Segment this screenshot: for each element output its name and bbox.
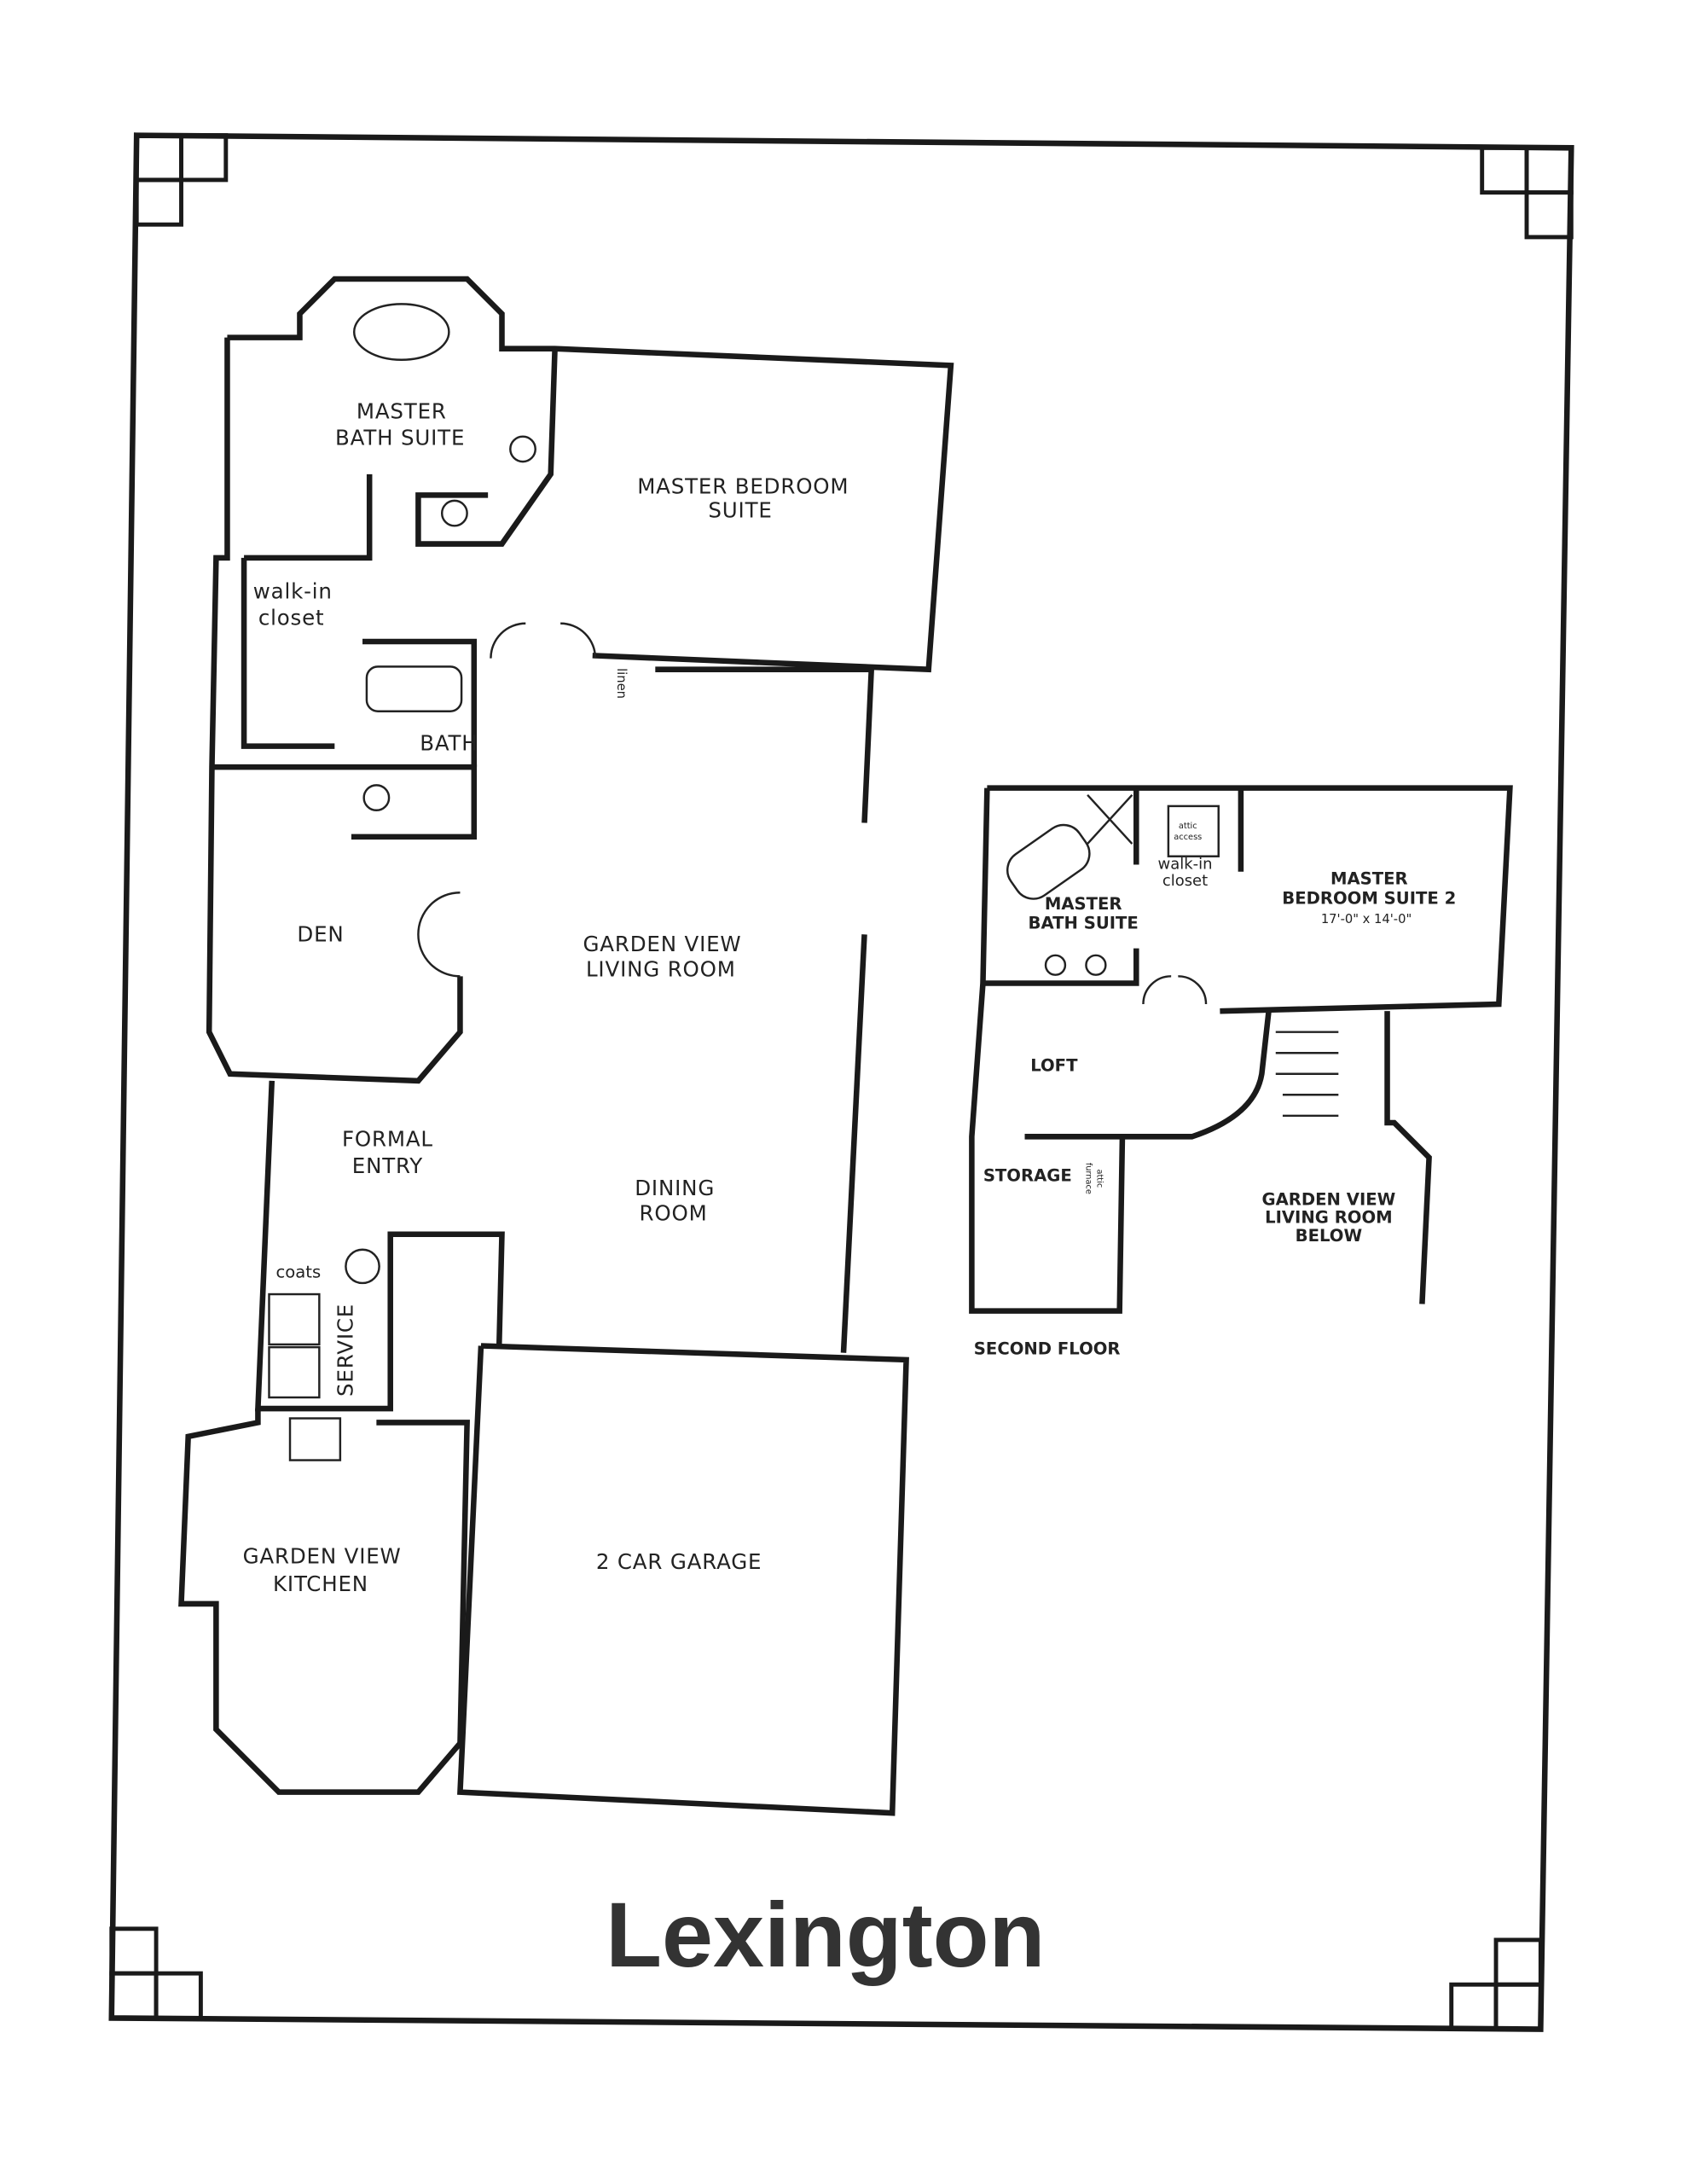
room-label-bath: BATH: [420, 730, 478, 755]
page-border: [108, 132, 1574, 2032]
room-label-coats: coats: [275, 1262, 321, 1281]
plan-title: Lexington: [606, 1883, 1045, 1986]
room-label-loft: LOFT: [1030, 1055, 1078, 1075]
room-label-storage: STORAGE: [983, 1166, 1072, 1186]
room-label-den: DEN: [297, 921, 344, 946]
room-dimensions: 17'-0" x 14'-0": [1321, 912, 1412, 926]
room-label-service: SERVICE: [333, 1304, 358, 1397]
room-label-garage: 2 CAR GARAGE: [596, 1549, 762, 1574]
second-floor-label: SECOND FLOOR: [974, 1339, 1121, 1358]
room-label-linen: linen: [614, 668, 629, 699]
fixtures: [268, 303, 1339, 1461]
room-label-attic-furnace: atticfurnace: [1083, 1163, 1104, 1194]
corner-ornaments: [109, 133, 1574, 2031]
first-floor-walls: [178, 276, 1513, 1816]
